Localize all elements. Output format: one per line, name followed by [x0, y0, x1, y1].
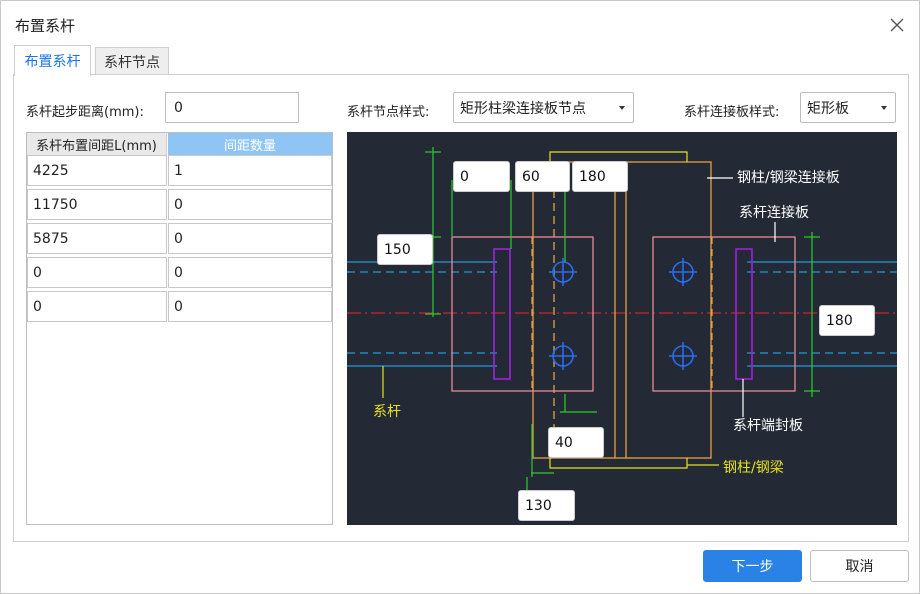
table-cell-count[interactable]: 0 [168, 223, 332, 254]
dim-input-180-right[interactable]: 180 [819, 305, 875, 336]
chevron-down-icon [881, 106, 887, 110]
dim-input-180-top[interactable]: 180 [572, 161, 628, 192]
node-style-select[interactable]: 矩形柱梁连接板节点 [453, 92, 634, 123]
table-cell-spacing[interactable]: 4225 [27, 155, 167, 186]
end-plates [493, 248, 753, 380]
table-cell-spacing[interactable]: 0 [27, 257, 167, 288]
label-tie-rod: 系杆 [373, 404, 401, 420]
table-cell-count[interactable]: 1 [168, 155, 332, 186]
column-header-spacing[interactable]: 系杆布置间距L(mm) [27, 133, 167, 155]
plate-dashed-lines [531, 237, 713, 391]
node-diagram-drawing [347, 147, 897, 492]
label-column-beam-plate: 钢柱/钢梁连接板 [737, 170, 840, 186]
start-distance-input[interactable]: 0 [165, 92, 299, 123]
dimension-lines [425, 147, 820, 492]
tab-layout-tie-rod[interactable]: 布置系杆 [14, 45, 91, 76]
tie-rod-lines [347, 261, 897, 367]
dim-input-offset[interactable]: 0 [453, 161, 510, 192]
label-end-plate: 系杆端封板 [733, 418, 803, 434]
dim-input-60[interactable]: 60 [515, 161, 570, 192]
table-cell-count[interactable]: 0 [168, 291, 332, 322]
label-tie-plate: 系杆连接板 [739, 205, 809, 221]
tab-tie-rod-node[interactable]: 系杆节点 [95, 47, 169, 75]
dim-input-150[interactable]: 150 [377, 234, 433, 265]
label-column-beam: 钢柱/钢梁 [723, 460, 784, 476]
yellow-leaders [382, 151, 719, 469]
plate-style-value: 矩形板 [807, 100, 849, 117]
bolt-icons [549, 258, 697, 370]
next-button[interactable]: 下一步 [703, 550, 802, 582]
column-beam [532, 161, 712, 459]
table-cell-spacing[interactable]: 11750 [27, 189, 167, 220]
table-cell-spacing[interactable]: 5875 [27, 223, 167, 254]
node-style-label: 系杆节点样式: [347, 105, 430, 120]
table-cell-count[interactable]: 0 [168, 189, 332, 220]
white-leaders [707, 177, 776, 417]
table-cell-count[interactable]: 0 [168, 257, 332, 288]
start-distance-label: 系杆起步距离(mm): [26, 105, 144, 120]
dim-input-40[interactable]: 40 [548, 427, 604, 458]
plate-style-select[interactable]: 矩形板 [800, 92, 896, 123]
dialog-title: 布置系杆 [15, 17, 76, 35]
column-header-count[interactable]: 间距数量 [168, 133, 332, 155]
close-icon[interactable] [887, 15, 907, 35]
spacing-table: 系杆布置间距L(mm) 间距数量 4225 1 11750 0 5875 0 0… [26, 132, 333, 525]
node-diagram: 0 60 180 150 180 40 130 钢柱/钢梁连接板 系杆连接板 系… [347, 132, 897, 525]
plate-style-label: 系杆连接板样式: [684, 105, 780, 120]
node-style-value: 矩形柱梁连接板节点 [460, 100, 586, 117]
dim-input-130[interactable]: 130 [518, 490, 575, 521]
table-cell-spacing[interactable]: 0 [27, 291, 167, 322]
cancel-button[interactable]: 取消 [810, 550, 909, 582]
chevron-down-icon [619, 106, 625, 110]
connection-plates [451, 236, 796, 392]
